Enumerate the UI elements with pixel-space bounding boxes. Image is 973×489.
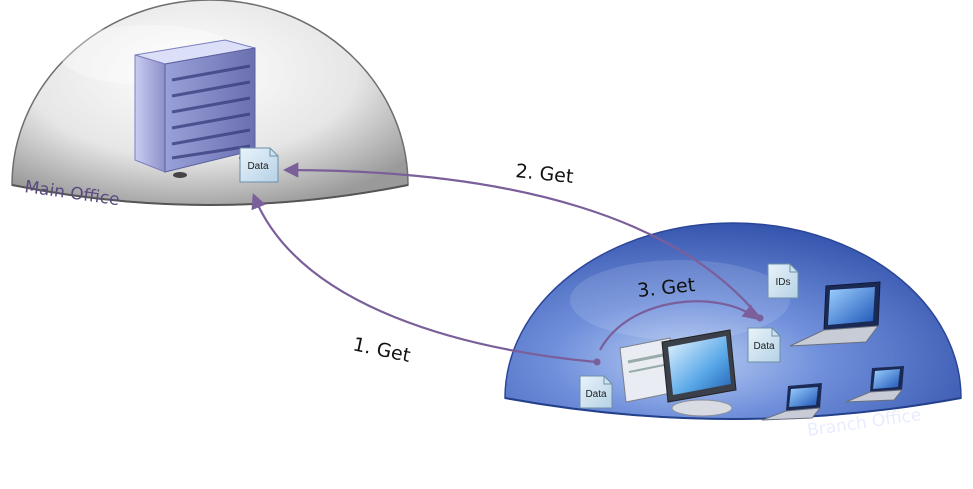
arrow-step3 — [599, 300, 759, 351]
arrow-step2 — [282, 162, 761, 319]
server-icon — [134, 39, 256, 178]
laptop-icon-large — [789, 281, 881, 347]
branch-office-dome — [504, 222, 962, 420]
branch-data-client-label: Data — [585, 389, 607, 400]
step1-label: 1. Get — [351, 333, 412, 367]
laptop-icon-small-left — [761, 383, 822, 421]
branch-data-client-file-icon — [579, 375, 613, 409]
arrow-step2-origin — [756, 314, 764, 322]
desktop-computer-icon — [619, 329, 737, 417]
branch-data-hosted-label: Data — [753, 341, 775, 352]
branch-ids-file-icon — [767, 263, 799, 299]
step2-label: 2. Get — [514, 160, 574, 188]
arrow-step1-origin — [593, 358, 601, 366]
main-data-label: Data — [247, 161, 269, 172]
arrow-step1 — [251, 193, 597, 364]
branch-data-hosted-file-icon — [747, 327, 781, 363]
main-data-file-icon — [239, 147, 279, 183]
branch-ids-label: IDs — [776, 277, 791, 288]
laptop-icon-small-right — [845, 366, 904, 403]
